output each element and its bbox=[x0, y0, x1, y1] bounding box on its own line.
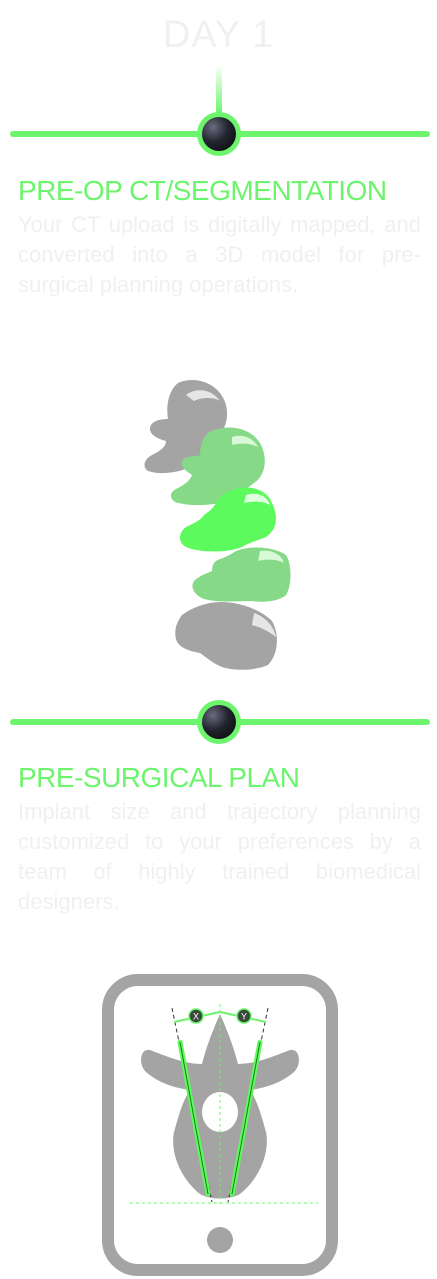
vertebra-gray-bottom bbox=[175, 601, 277, 670]
timeline-node-2-center bbox=[202, 705, 236, 739]
timeline-node-1-center bbox=[202, 117, 236, 151]
vertebra-green-highlighted bbox=[180, 487, 276, 552]
tablet-frame bbox=[102, 974, 338, 1276]
timeline-node-1 bbox=[197, 112, 241, 156]
angle-marker-x: X bbox=[188, 1008, 204, 1024]
angle-marker-y: Y bbox=[236, 1008, 252, 1024]
step-1-description: Your CT upload is digitally mapped, and … bbox=[18, 212, 421, 297]
timeline-stem bbox=[216, 64, 222, 114]
tablet-home-button bbox=[207, 1227, 233, 1253]
lumbar-spine-segmentation-icon bbox=[144, 379, 291, 670]
vertebra-green-lower bbox=[192, 547, 291, 602]
step-2-title: PRE-SURGICAL PLAN bbox=[18, 762, 300, 793]
tablet-vertebra-plan-icon: X Y bbox=[102, 974, 338, 1276]
svg-text:Y: Y bbox=[241, 1012, 247, 1022]
day-title: DAY 1 bbox=[162, 14, 275, 56]
svg-text:X: X bbox=[193, 1012, 199, 1022]
timeline-node-2 bbox=[197, 700, 241, 744]
step-1-title: PRE-OP CT/SEGMENTATION bbox=[18, 175, 387, 206]
step-2-description: Implant size and trajectory planning cus… bbox=[18, 799, 421, 914]
vertebra-green-upper bbox=[170, 427, 265, 506]
